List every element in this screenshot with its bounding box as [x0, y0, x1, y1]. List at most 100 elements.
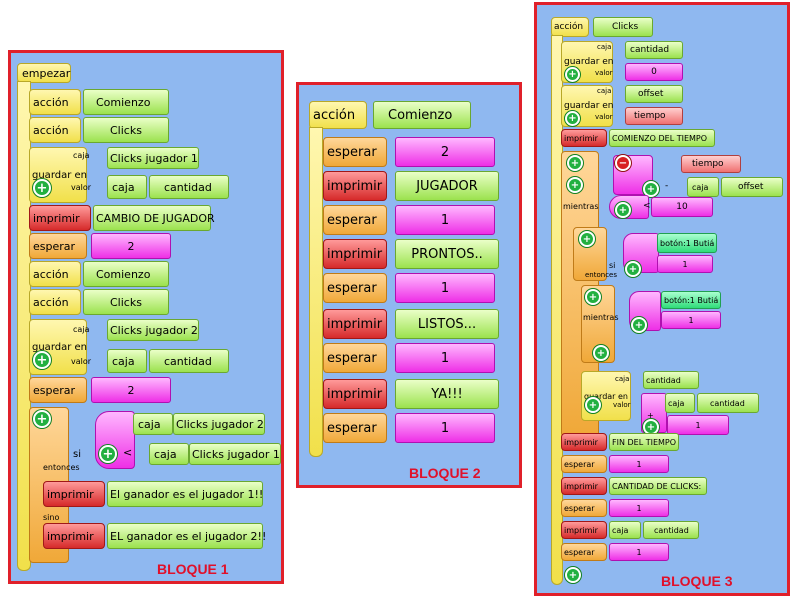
clicks-value[interactable]: Clicks: [83, 117, 169, 143]
esperar-block-3[interactable]: esperar: [323, 273, 387, 303]
add-icon[interactable]: +: [615, 202, 631, 218]
ganador1-value[interactable]: El ganador es el jugador 1!!: [107, 481, 263, 507]
esperar-value[interactable]: 1: [609, 455, 669, 473]
comienzo-tiempo-value[interactable]: COMIENZO DEL TIEMPO: [609, 129, 715, 147]
add-icon[interactable]: +: [567, 155, 583, 171]
cantidad-value-3[interactable]: cantidad: [697, 393, 759, 413]
add-icon[interactable]: +: [579, 231, 595, 247]
caja-block-2[interactable]: caja: [107, 349, 147, 373]
esperar-block[interactable]: esperar: [323, 137, 387, 167]
imprimir-block-4[interactable]: imprimir: [323, 379, 387, 409]
imprimir-block-2[interactable]: imprimir: [561, 433, 607, 451]
accion-comienzo-block[interactable]: acción: [29, 89, 81, 115]
caja-block[interactable]: caja: [107, 175, 147, 199]
uno-value[interactable]: 1: [657, 255, 713, 273]
clicks-jugador1-value[interactable]: Clicks jugador 1: [107, 147, 199, 169]
clicks-value-2[interactable]: Clicks: [83, 289, 169, 315]
caja-block[interactable]: caja: [687, 177, 719, 197]
esperar-block-2[interactable]: esperar: [29, 377, 87, 403]
uno-value-2[interactable]: 1: [661, 311, 721, 329]
esperar-block-5[interactable]: esperar: [323, 413, 387, 443]
esperar-block-2[interactable]: esperar: [323, 205, 387, 235]
offset-value[interactable]: offset: [625, 85, 683, 103]
esperar-value[interactable]: 2: [91, 233, 171, 259]
add-icon[interactable]: +: [565, 111, 580, 126]
accion-block[interactable]: acción: [309, 101, 367, 129]
cantidad-clicks-value[interactable]: CANTIDAD DE CLICKS:: [609, 477, 707, 495]
jugador-value[interactable]: JUGADOR: [395, 171, 499, 201]
uno-value-3[interactable]: 1: [667, 415, 729, 435]
minus-icon[interactable]: −: [615, 155, 631, 171]
imprimir-block-3[interactable]: imprimir: [43, 523, 105, 549]
cantidad-value[interactable]: cantidad: [625, 41, 683, 59]
clicks-value[interactable]: Clicks: [593, 17, 653, 37]
esperar-value[interactable]: 2: [395, 137, 495, 167]
add-icon[interactable]: +: [565, 567, 581, 583]
accion-clicks-block[interactable]: acción: [29, 117, 81, 143]
ganador2-value[interactable]: EL ganador es el jugador 2!!: [107, 523, 266, 549]
clicks-jugador2-value[interactable]: Clicks jugador 2: [107, 319, 199, 341]
esperar-value-2[interactable]: 1: [395, 205, 495, 235]
esperar-block[interactable]: esperar: [29, 233, 87, 259]
fin-tiempo-value[interactable]: FIN DEL TIEMPO: [609, 433, 679, 451]
listos-value[interactable]: LISTOS...: [395, 309, 499, 339]
accion-comienzo-block-2[interactable]: acción: [29, 261, 81, 287]
add-icon[interactable]: +: [585, 397, 601, 413]
imprimir-block[interactable]: imprimir: [561, 129, 607, 147]
add-icon[interactable]: +: [643, 181, 659, 197]
cantidad-value-4[interactable]: cantidad: [643, 521, 699, 539]
imprimir-block-2[interactable]: imprimir: [323, 239, 387, 269]
esperar-value-4[interactable]: 1: [395, 343, 495, 373]
cantidad-value-2[interactable]: cantidad: [149, 349, 229, 373]
guardar-en-block-3[interactable]: guardar en: [581, 371, 631, 421]
esperar-block[interactable]: esperar: [561, 455, 607, 473]
esperar-value-3[interactable]: 1: [395, 273, 495, 303]
esperar-block-3[interactable]: esperar: [561, 543, 607, 561]
esperar-value-5[interactable]: 1: [395, 413, 495, 443]
add-icon[interactable]: +: [567, 177, 583, 193]
caja-block-4[interactable]: caja: [149, 443, 189, 465]
caja-block-3[interactable]: caja: [609, 521, 641, 539]
offset-value-2[interactable]: offset: [721, 177, 783, 197]
esperar-value-2[interactable]: 2: [91, 377, 171, 403]
add-icon[interactable]: +: [33, 351, 51, 369]
add-icon[interactable]: +: [631, 317, 647, 333]
imprimir-block-2[interactable]: imprimir: [43, 481, 105, 507]
diez-value[interactable]: 10: [651, 197, 713, 217]
caja-block-3[interactable]: caja: [133, 413, 173, 435]
boton-value-2[interactable]: botón:1 Butiá: [661, 291, 721, 309]
ya-value[interactable]: YA!!!: [395, 379, 499, 409]
clicks-jugador2-value-2[interactable]: Clicks jugador 2: [173, 413, 265, 435]
esperar-block-2[interactable]: esperar: [561, 499, 607, 517]
caja-block-2[interactable]: caja: [665, 393, 695, 413]
imprimir-block[interactable]: imprimir: [29, 205, 91, 231]
add-icon[interactable]: +: [33, 179, 51, 197]
cantidad-value[interactable]: cantidad: [149, 175, 229, 199]
boton-value[interactable]: botón:1 Butiá: [657, 233, 717, 253]
add-icon[interactable]: +: [99, 445, 117, 463]
imprimir-block-3[interactable]: imprimir: [561, 477, 607, 495]
prontos-value[interactable]: PRONTOS..: [395, 239, 499, 269]
clicks-jugador1-value-2[interactable]: Clicks jugador 1: [189, 443, 281, 465]
add-icon[interactable]: +: [565, 67, 580, 82]
esperar-block-4[interactable]: esperar: [323, 343, 387, 373]
add-icon[interactable]: +: [593, 345, 609, 361]
cambio-value[interactable]: CAMBIO DE JUGADOR: [93, 205, 215, 231]
comienzo-value[interactable]: Comienzo: [373, 101, 471, 129]
cantidad-value-2[interactable]: cantidad: [643, 371, 699, 389]
comienzo-value[interactable]: Comienzo: [83, 89, 169, 115]
add-icon[interactable]: +: [585, 289, 601, 305]
esperar-value-3[interactable]: 1: [609, 543, 669, 561]
imprimir-block-4[interactable]: imprimir: [561, 521, 607, 539]
add-icon[interactable]: +: [625, 261, 641, 277]
tiempo-value-2[interactable]: tiempo: [681, 155, 741, 173]
cero-value[interactable]: 0: [625, 63, 683, 81]
empezar-block[interactable]: empezar: [17, 63, 71, 83]
accion-block[interactable]: acción: [551, 17, 589, 37]
comienzo-value-2[interactable]: Comienzo: [83, 261, 169, 287]
imprimir-block-3[interactable]: imprimir: [323, 309, 387, 339]
tiempo-value[interactable]: tiempo: [625, 107, 683, 125]
esperar-value-2[interactable]: 1: [609, 499, 669, 517]
accion-clicks-block-2[interactable]: acción: [29, 289, 81, 315]
imprimir-block[interactable]: imprimir: [323, 171, 387, 201]
